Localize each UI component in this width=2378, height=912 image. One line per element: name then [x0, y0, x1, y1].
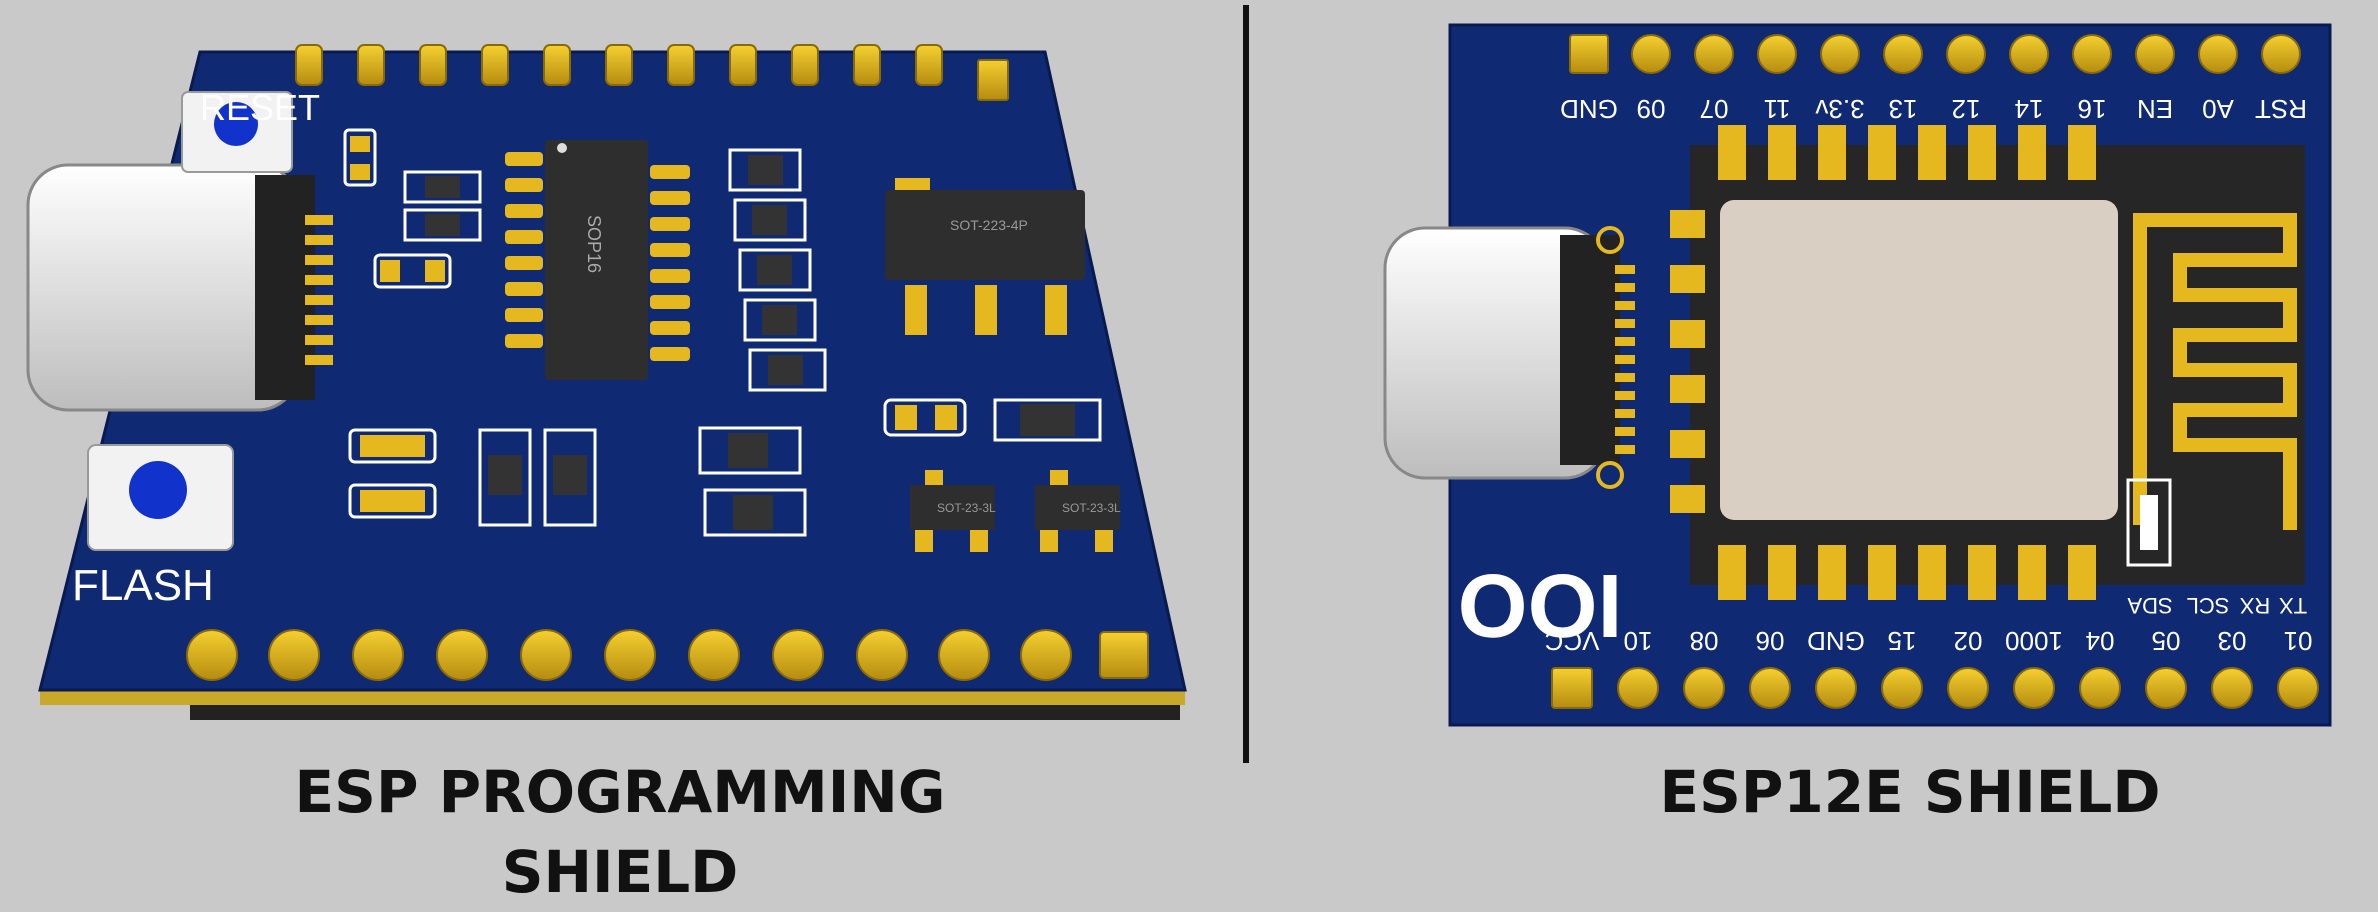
- esp12e-bottom-pins: [1551, 667, 2319, 709]
- programming-shield-title: ESP PROGRAMMING SHIELD: [294, 758, 946, 906]
- pcb-render-scene: RESET FLASH: [26, 23, 2332, 727]
- top-pin-label: 3.3v: [1815, 94, 1864, 124]
- sda-label: SDA: [2127, 593, 2173, 618]
- bottom-pin-label: 04: [2086, 626, 2115, 656]
- rx-label: RX: [2239, 593, 2270, 618]
- section-divider: [1243, 5, 1249, 763]
- top-pin-label: A0: [2202, 94, 2234, 124]
- bottom-pin-label: 1000: [2005, 626, 2063, 656]
- bottom-pin-label: 10: [1624, 626, 1653, 656]
- reset-button[interactable]: [181, 91, 293, 173]
- flash-label: FLASH: [72, 561, 214, 610]
- bottom-pin-label: 02: [1954, 626, 1983, 656]
- sot23-transistor-1: [910, 470, 995, 552]
- sot223-regulator: [885, 178, 1085, 335]
- top-pin-label: 14: [2015, 94, 2044, 124]
- module-marker: [2126, 478, 2172, 567]
- sot23-transistor-2: [1035, 470, 1120, 552]
- transistor-area-parts: [883, 398, 1102, 442]
- top-pin-label: 11: [1764, 94, 1791, 124]
- esp12e-top-pins: [1569, 34, 2301, 74]
- usb-c-connector: [26, 163, 333, 412]
- bottom-pin-label: GND: [1807, 626, 1865, 656]
- bottom-header-pins: [186, 629, 1149, 681]
- top-pin-label: 16: [2078, 94, 2107, 124]
- bottom-pin-label: 03: [2218, 626, 2247, 656]
- capacitor-column: [698, 148, 827, 537]
- tx-label: TX: [2279, 593, 2307, 618]
- bottom-pin-label: 01: [2284, 626, 2313, 656]
- top-pin-label: 07: [1700, 94, 1729, 124]
- i2c-uart-labels: SDA SCL RX TX: [2127, 593, 2307, 618]
- top-pin-label: 13: [1889, 94, 1918, 124]
- esp12e-shield-title: ESP12E SHIELD: [1659, 758, 2161, 826]
- top-pin-label: RST: [2255, 94, 2307, 124]
- esp12e-module: [1670, 125, 2305, 600]
- esp12e-top-labels: GND 09 07 11 3.3v 13 12 14 16 EN A0 RST: [1560, 94, 2307, 124]
- top-pin-label: 09: [1637, 94, 1666, 124]
- transistor-label-2: SOT-23-3L: [1062, 501, 1121, 515]
- transistor-label-1: SOT-23-3L: [937, 501, 996, 515]
- top-pin-label: 12: [1952, 94, 1981, 124]
- sop16-ic: [505, 140, 690, 380]
- top-pin-label: GND: [1560, 94, 1618, 124]
- esp12e-bottom-labels: VCC 10 08 06 GND 15 02 1000 04 05 03 01: [1545, 626, 2313, 656]
- regulator-label: SOT-223-4P: [950, 217, 1028, 233]
- reset-label: RESET: [200, 87, 320, 128]
- smd-components-left: [343, 128, 597, 527]
- bottom-pin-label: VCC: [1545, 626, 1600, 656]
- flash-button[interactable]: [87, 444, 234, 551]
- board-logo: IOO: [1457, 555, 1622, 655]
- top-header-pins: [295, 44, 1009, 101]
- bottom-pin-label: 05: [2152, 626, 2181, 656]
- bottom-pin-label: 06: [1756, 626, 1785, 656]
- bottom-pin-label: 08: [1690, 626, 1719, 656]
- usb-c-connector-right: [1383, 226, 1635, 489]
- programming-shield-board: RESET FLASH: [26, 44, 1187, 720]
- scl-label: SCL: [2187, 593, 2230, 618]
- sop16-label: SOP16: [584, 215, 604, 273]
- antenna-trace: [2133, 213, 2297, 530]
- esp12e-shield-board: GND 09 07 11 3.3v 13 12 14 16 EN A0 RST …: [1383, 23, 2332, 727]
- top-pin-label: EN: [2137, 94, 2173, 124]
- bottom-pin-label: 15: [1888, 626, 1917, 656]
